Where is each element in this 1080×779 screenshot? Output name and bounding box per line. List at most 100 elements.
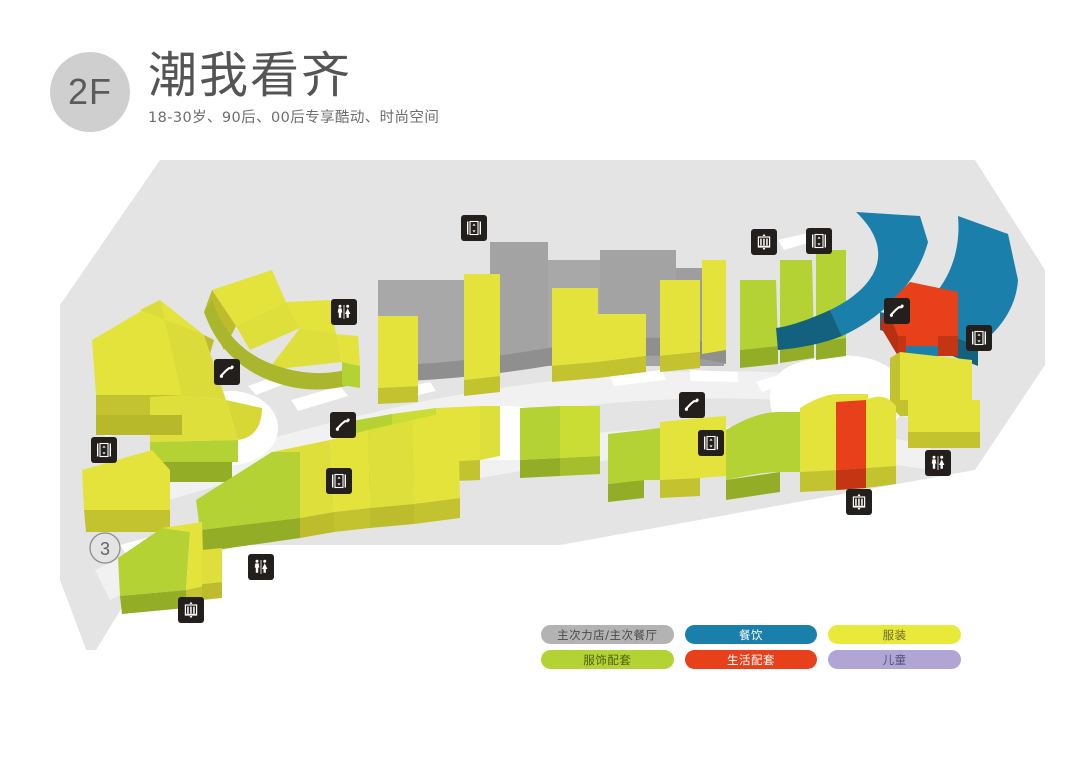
building-block[interactable]	[836, 468, 866, 490]
building-block[interactable]	[520, 406, 560, 460]
building-block[interactable]	[490, 242, 548, 366]
building-block[interactable]	[890, 352, 900, 416]
legend-item[interactable]: 生活配套	[684, 650, 818, 669]
building-block[interactable]	[342, 362, 360, 388]
building-block[interactable]	[212, 270, 286, 326]
building-block[interactable]	[740, 346, 778, 368]
elevator-icon[interactable]	[698, 430, 724, 456]
building-block[interactable]	[608, 430, 644, 484]
building-block[interactable]	[608, 480, 644, 502]
lift-icon[interactable]	[178, 597, 204, 623]
lift-icon[interactable]	[846, 489, 872, 515]
building-block[interactable]	[830, 212, 928, 336]
building-block[interactable]	[900, 352, 972, 400]
building-group-center-columns[interactable]	[378, 260, 726, 404]
building-block[interactable]	[598, 356, 646, 378]
building-block[interactable]	[140, 300, 226, 400]
legend-item[interactable]: 儿童	[828, 650, 962, 669]
building-block[interactable]	[660, 352, 700, 372]
legend-item[interactable]: 主次力店/主次餐厅	[541, 625, 674, 644]
zone-marker-3[interactable]: 3	[89, 532, 121, 564]
escalator-icon[interactable]	[330, 412, 356, 438]
building-block[interactable]	[740, 280, 778, 350]
building-group-bottom-right-wave[interactable]	[726, 394, 896, 500]
building-block[interactable]	[414, 498, 460, 524]
building-block[interactable]	[202, 548, 222, 584]
building-block[interactable]	[702, 260, 726, 354]
building-block[interactable]	[660, 418, 700, 480]
building-block[interactable]	[120, 590, 186, 614]
building-block[interactable]	[480, 406, 500, 460]
building-block[interactable]	[378, 316, 418, 388]
building-block[interactable]	[96, 415, 182, 435]
building-block[interactable]	[150, 440, 238, 462]
building-block[interactable]	[520, 458, 560, 478]
building-group-bottom-island[interactable]	[520, 406, 600, 478]
building-group-left[interactable]	[82, 300, 262, 532]
legend-item[interactable]: 餐饮	[684, 625, 818, 644]
building-block[interactable]	[552, 288, 598, 366]
building-block[interactable]	[800, 470, 840, 492]
building-group-right-lower[interactable]	[890, 352, 980, 448]
building-block[interactable]	[816, 338, 846, 360]
building-block[interactable]	[286, 300, 336, 334]
building-block[interactable]	[560, 456, 600, 476]
building-block[interactable]	[150, 462, 232, 482]
building-block[interactable]	[162, 522, 204, 590]
floor-plan-map[interactable]: 3	[0, 150, 1080, 650]
legend-item[interactable]: 服装	[828, 625, 962, 644]
building-block[interactable]	[464, 274, 500, 380]
building-block[interactable]	[908, 432, 980, 448]
building-block[interactable]	[726, 472, 780, 500]
building-block[interactable]	[726, 412, 780, 480]
restroom-icon[interactable]	[925, 450, 951, 476]
building-block[interactable]	[906, 318, 938, 346]
page-title: 潮我看齐	[148, 47, 353, 104]
restroom-icon[interactable]	[248, 554, 274, 580]
building-block[interactable]	[866, 466, 896, 488]
building-block[interactable]	[82, 450, 170, 510]
building-block[interactable]	[412, 410, 460, 504]
elevator-icon[interactable]	[91, 437, 117, 463]
elevator-icon[interactable]	[806, 228, 832, 254]
building-block[interactable]	[268, 328, 342, 370]
building-block[interactable]	[660, 478, 700, 498]
building-block[interactable]	[272, 440, 334, 518]
building-block[interactable]	[378, 386, 418, 404]
building-block[interactable]	[552, 362, 598, 382]
restroom-icon[interactable]	[331, 299, 357, 325]
building-block[interactable]	[334, 508, 370, 532]
building-block[interactable]	[236, 302, 300, 350]
elevator-icon[interactable]	[326, 468, 352, 494]
lift-icon[interactable]	[751, 229, 777, 255]
building-block[interactable]	[202, 582, 222, 600]
building-block[interactable]	[226, 400, 262, 440]
legend-item[interactable]: 服饰配套	[541, 650, 674, 669]
building-block[interactable]	[336, 334, 360, 366]
building-block[interactable]	[800, 394, 840, 472]
building-block[interactable]	[836, 400, 866, 470]
building-block[interactable]	[368, 420, 414, 508]
escalator-icon[interactable]	[679, 392, 705, 418]
building-block[interactable]	[196, 452, 300, 530]
building-block[interactable]	[370, 504, 414, 528]
building-block[interactable]	[92, 300, 204, 395]
building-block[interactable]	[300, 512, 334, 538]
building-group-arc-left[interactable]	[204, 270, 360, 390]
building-block[interactable]	[660, 280, 700, 356]
building-block[interactable]	[200, 518, 300, 552]
building-block[interactable]	[644, 428, 660, 480]
elevator-icon[interactable]	[461, 215, 487, 241]
building-block[interactable]	[598, 314, 646, 362]
elevator-icon[interactable]	[966, 325, 992, 351]
building-block[interactable]	[84, 510, 170, 532]
building-block[interactable]	[560, 406, 600, 458]
zone-marker-label: 3	[100, 539, 110, 559]
building-block[interactable]	[780, 412, 800, 472]
escalator-icon[interactable]	[884, 298, 910, 324]
escalator-icon[interactable]	[214, 359, 240, 385]
building-block[interactable]	[866, 396, 896, 468]
building-block[interactable]	[118, 528, 190, 596]
building-block[interactable]	[908, 400, 980, 432]
building-block[interactable]	[464, 376, 500, 396]
